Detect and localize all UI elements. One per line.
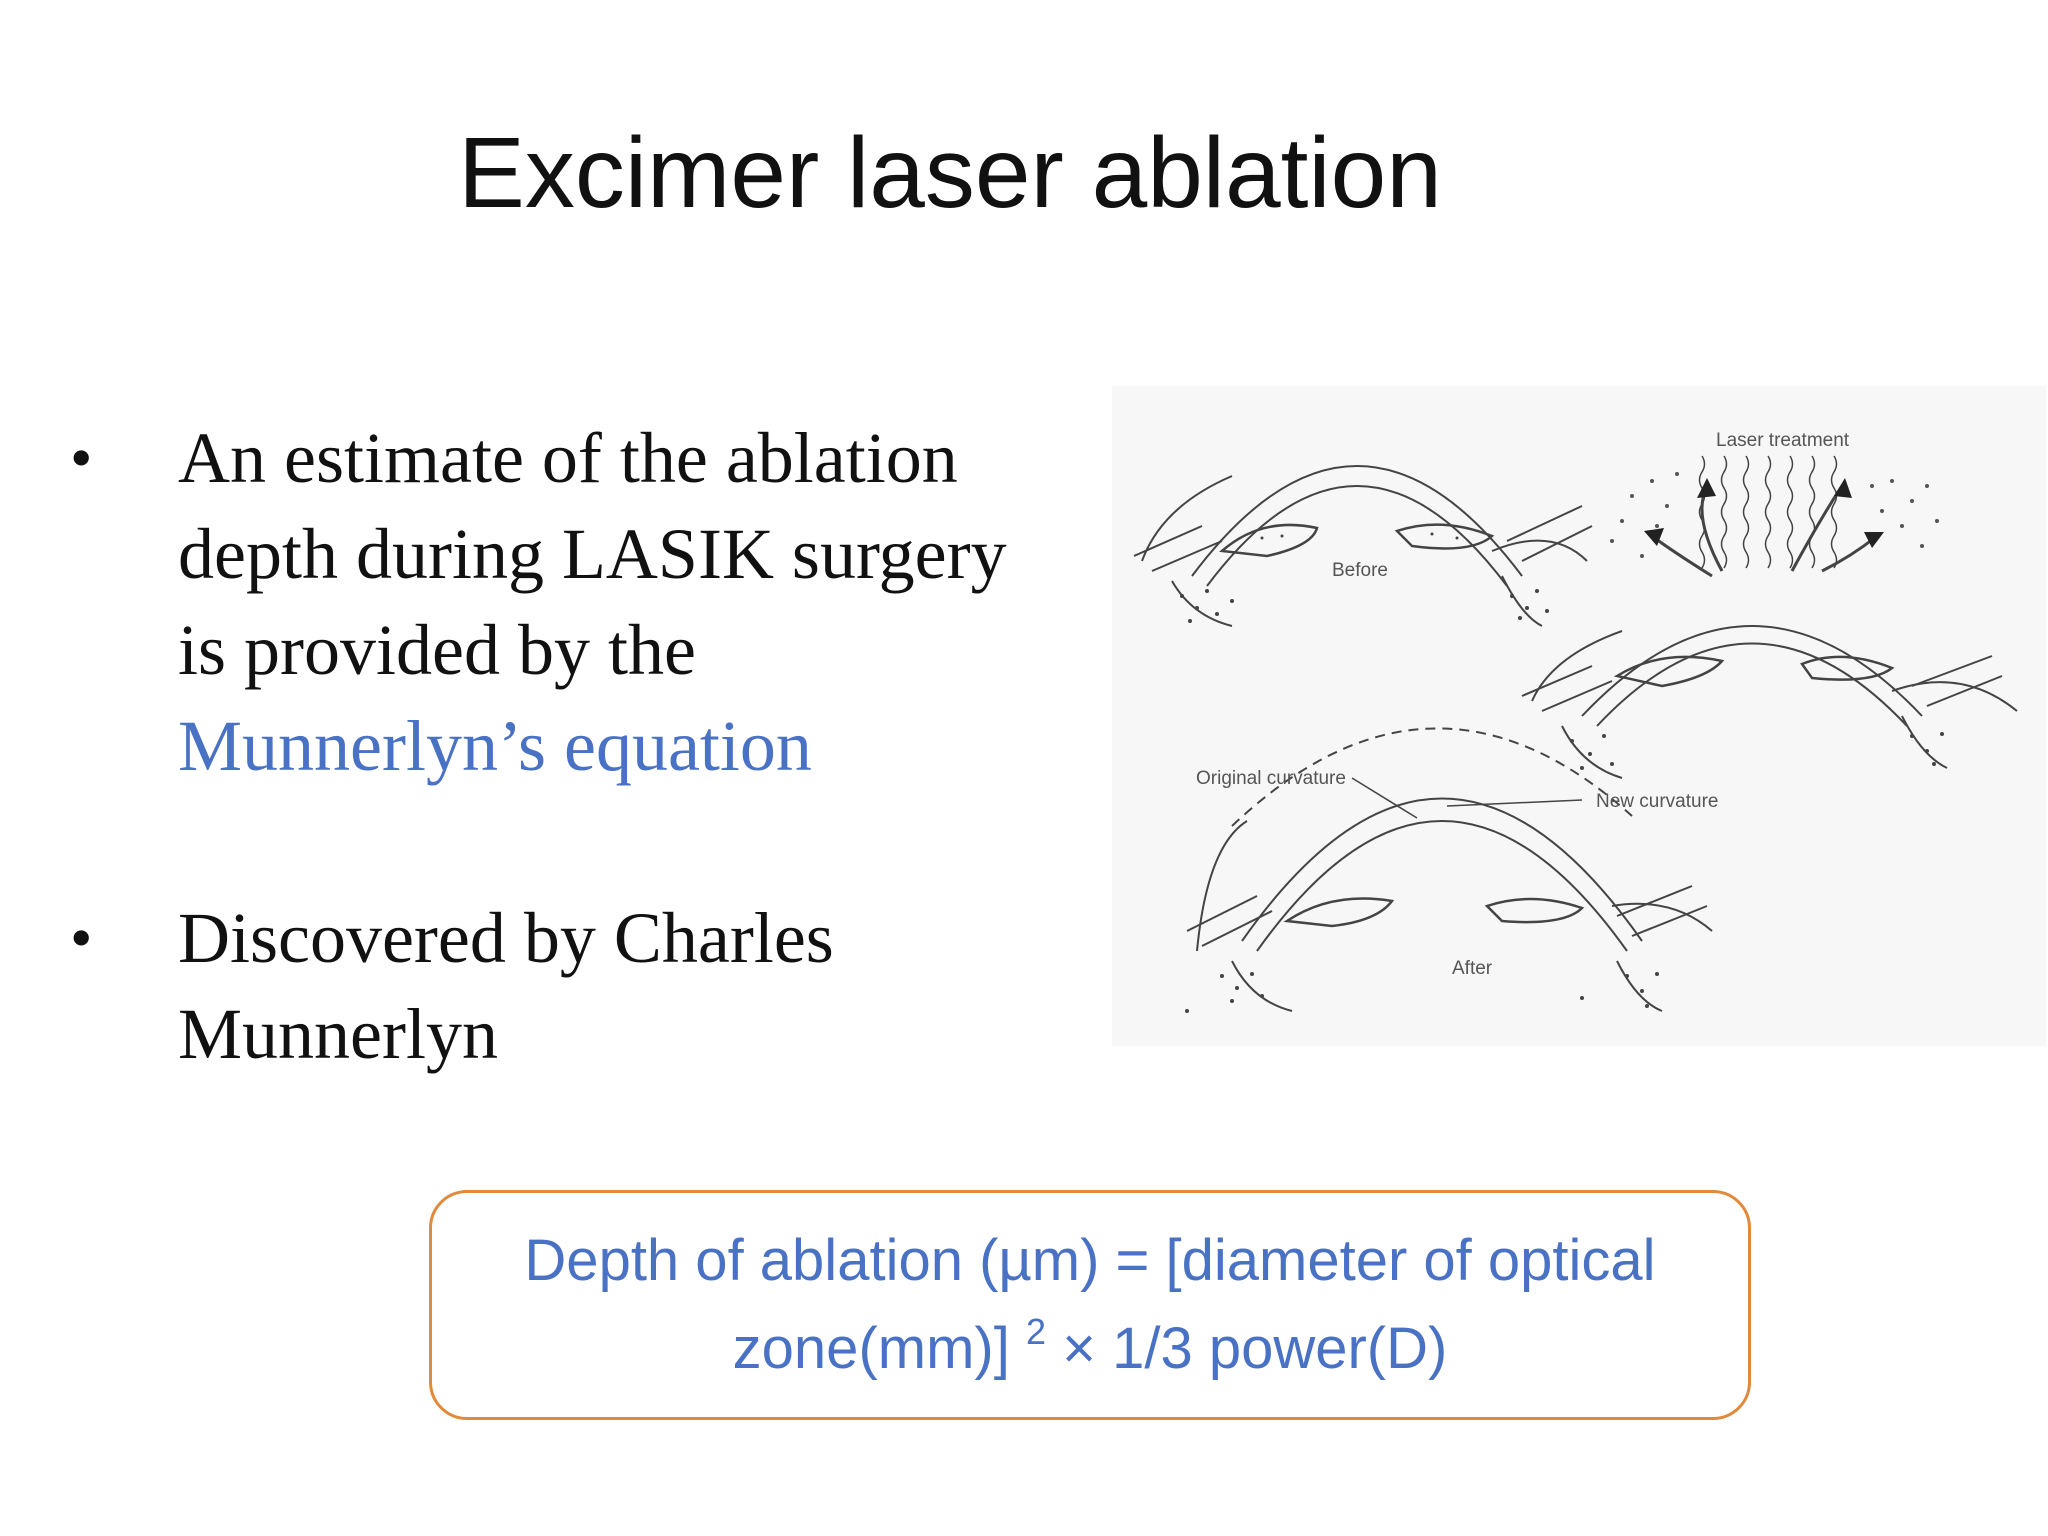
formula-line-1: Depth of ablation (µm) = [diameter of op… (524, 1228, 1656, 1293)
bullet-line: depth during LASIK surgery (178, 514, 1007, 594)
label-before: Before (1332, 560, 1388, 581)
highlight-text-munnerlyn-equation: Munnerlyn’s equation (178, 706, 812, 786)
bullet-line: An estimate of the ablation (178, 418, 958, 498)
treatment-eye-stipple (1570, 732, 1944, 770)
lasik-diagram: Laser treatment Before Original curvatur… (1133, 430, 2018, 1013)
munnerlyn-formula: Depth of ablation (µm) = [diameter of op… (524, 1217, 1655, 1393)
formula-line-2: zone(mm)] 2 × 1/3 power(D) (524, 1305, 1655, 1393)
after-eye-drawing (1186, 727, 1713, 1012)
label-laser-treatment: Laser treatment (1716, 430, 1850, 451)
lasik-diagram-figure: Laser treatment Before Original curvatur… (1112, 386, 2046, 1046)
ablation-particles (1610, 472, 1939, 558)
after-eye-stipple (1185, 972, 1659, 1013)
bullet-line: Discovered by Charles (178, 898, 834, 978)
bullet-line: Munnerlyn (178, 994, 498, 1074)
bullet-list: • An estimate of the ablation depth duri… (70, 410, 1120, 1082)
bullet-marker: • (70, 902, 93, 973)
bullet-item-munnerlyn-equation: • An estimate of the ablation depth duri… (70, 410, 1120, 794)
slide-title: Excimer laser ablation (458, 117, 1442, 229)
laser-beam-waves (1698, 455, 1838, 569)
bullet-item-discovered-by: • Discovered by Charles Munnerlyn (70, 890, 1120, 1082)
bullet-marker: • (70, 422, 93, 493)
formula-line-2-end: × 1/3 power(D) (1062, 1316, 1448, 1381)
ablation-plume-arrows (1651, 485, 1878, 578)
before-eye-drawing (1133, 465, 1593, 627)
formula-superscript: 2 (1025, 1311, 1046, 1352)
formula-line-2-start: zone(mm)] (732, 1316, 1010, 1381)
label-original-curvature: Original curvature (1196, 768, 1346, 789)
bullet-line: is provided by the (178, 610, 696, 690)
munnerlyn-formula-box: Depth of ablation (µm) = [diameter of op… (429, 1190, 1751, 1420)
label-new-curvature: New curvature (1596, 791, 1719, 812)
treatment-eye-drawing (1521, 625, 2018, 779)
label-after: After (1452, 958, 1493, 979)
before-eye-stipple (1180, 532, 1549, 623)
arrow-heads (1644, 478, 1884, 548)
